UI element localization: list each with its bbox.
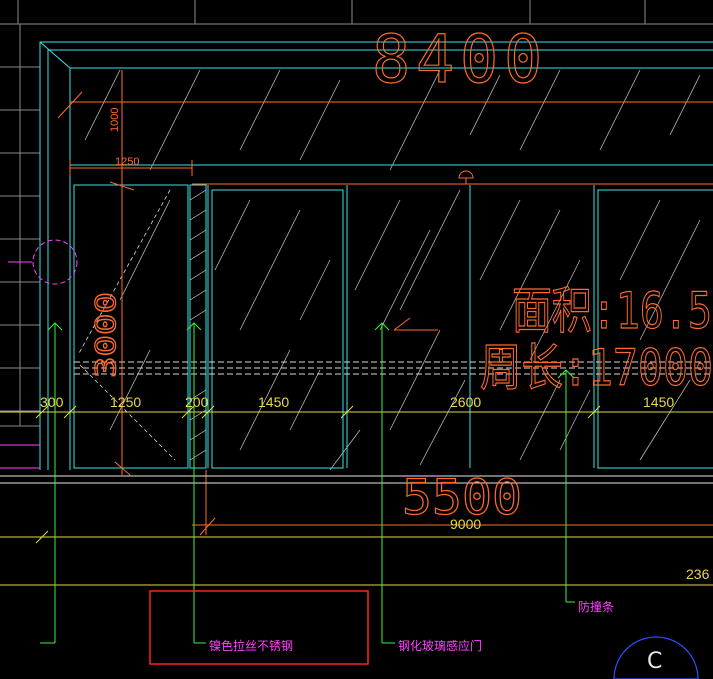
- segment-dims: 300 1250 200 1450 2600 1450: [40, 394, 674, 410]
- sensor-icon: [458, 170, 474, 184]
- orange-lines: [57, 70, 713, 536]
- glass-hatch: [84, 69, 701, 471]
- highlight-box: [149, 590, 369, 665]
- title-dimension: 8400: [372, 21, 548, 98]
- door-swing-dashed: [77, 189, 176, 461]
- perimeter-label: 周长:17000: [480, 339, 713, 397]
- width-top-dim: 1250: [115, 156, 139, 168]
- note-anti-collision: 防撞条: [578, 599, 614, 614]
- segment-dim-200: 200: [185, 394, 209, 410]
- callout-circle: [32, 239, 78, 285]
- section-marker-circle: [613, 636, 699, 679]
- door-height-dim: 3000: [89, 292, 122, 378]
- area-label: 面积:16.5: [512, 282, 712, 340]
- segment-dim-1450b: 1450: [643, 394, 674, 410]
- post-hatch: [189, 189, 207, 461]
- top-height-dim: 1000: [109, 108, 121, 132]
- note-glass-door: 钢化玻璃感应门: [398, 638, 482, 653]
- segment-dim-1250: 1250: [110, 394, 141, 410]
- floor-lines: [0, 475, 713, 484]
- mid-dimension: 5500: [402, 470, 522, 526]
- green-leaders: [40, 322, 575, 644]
- yellow-dim-lines: [0, 405, 713, 586]
- note-stainless: 镍色拉丝不锈钢: [209, 638, 293, 653]
- corner-dim: 236: [686, 566, 710, 582]
- magenta-lines: [0, 444, 40, 469]
- total-width-dim: 9000: [450, 516, 481, 532]
- segment-dim-1450a: 1450: [258, 394, 289, 410]
- section-marker-letter: C: [647, 649, 662, 674]
- background-grid: [0, 0, 713, 427]
- segment-dim-2600: 2600: [450, 394, 481, 410]
- segment-dim-300: 300: [40, 394, 64, 410]
- anti-collision-strip: [74, 361, 713, 375]
